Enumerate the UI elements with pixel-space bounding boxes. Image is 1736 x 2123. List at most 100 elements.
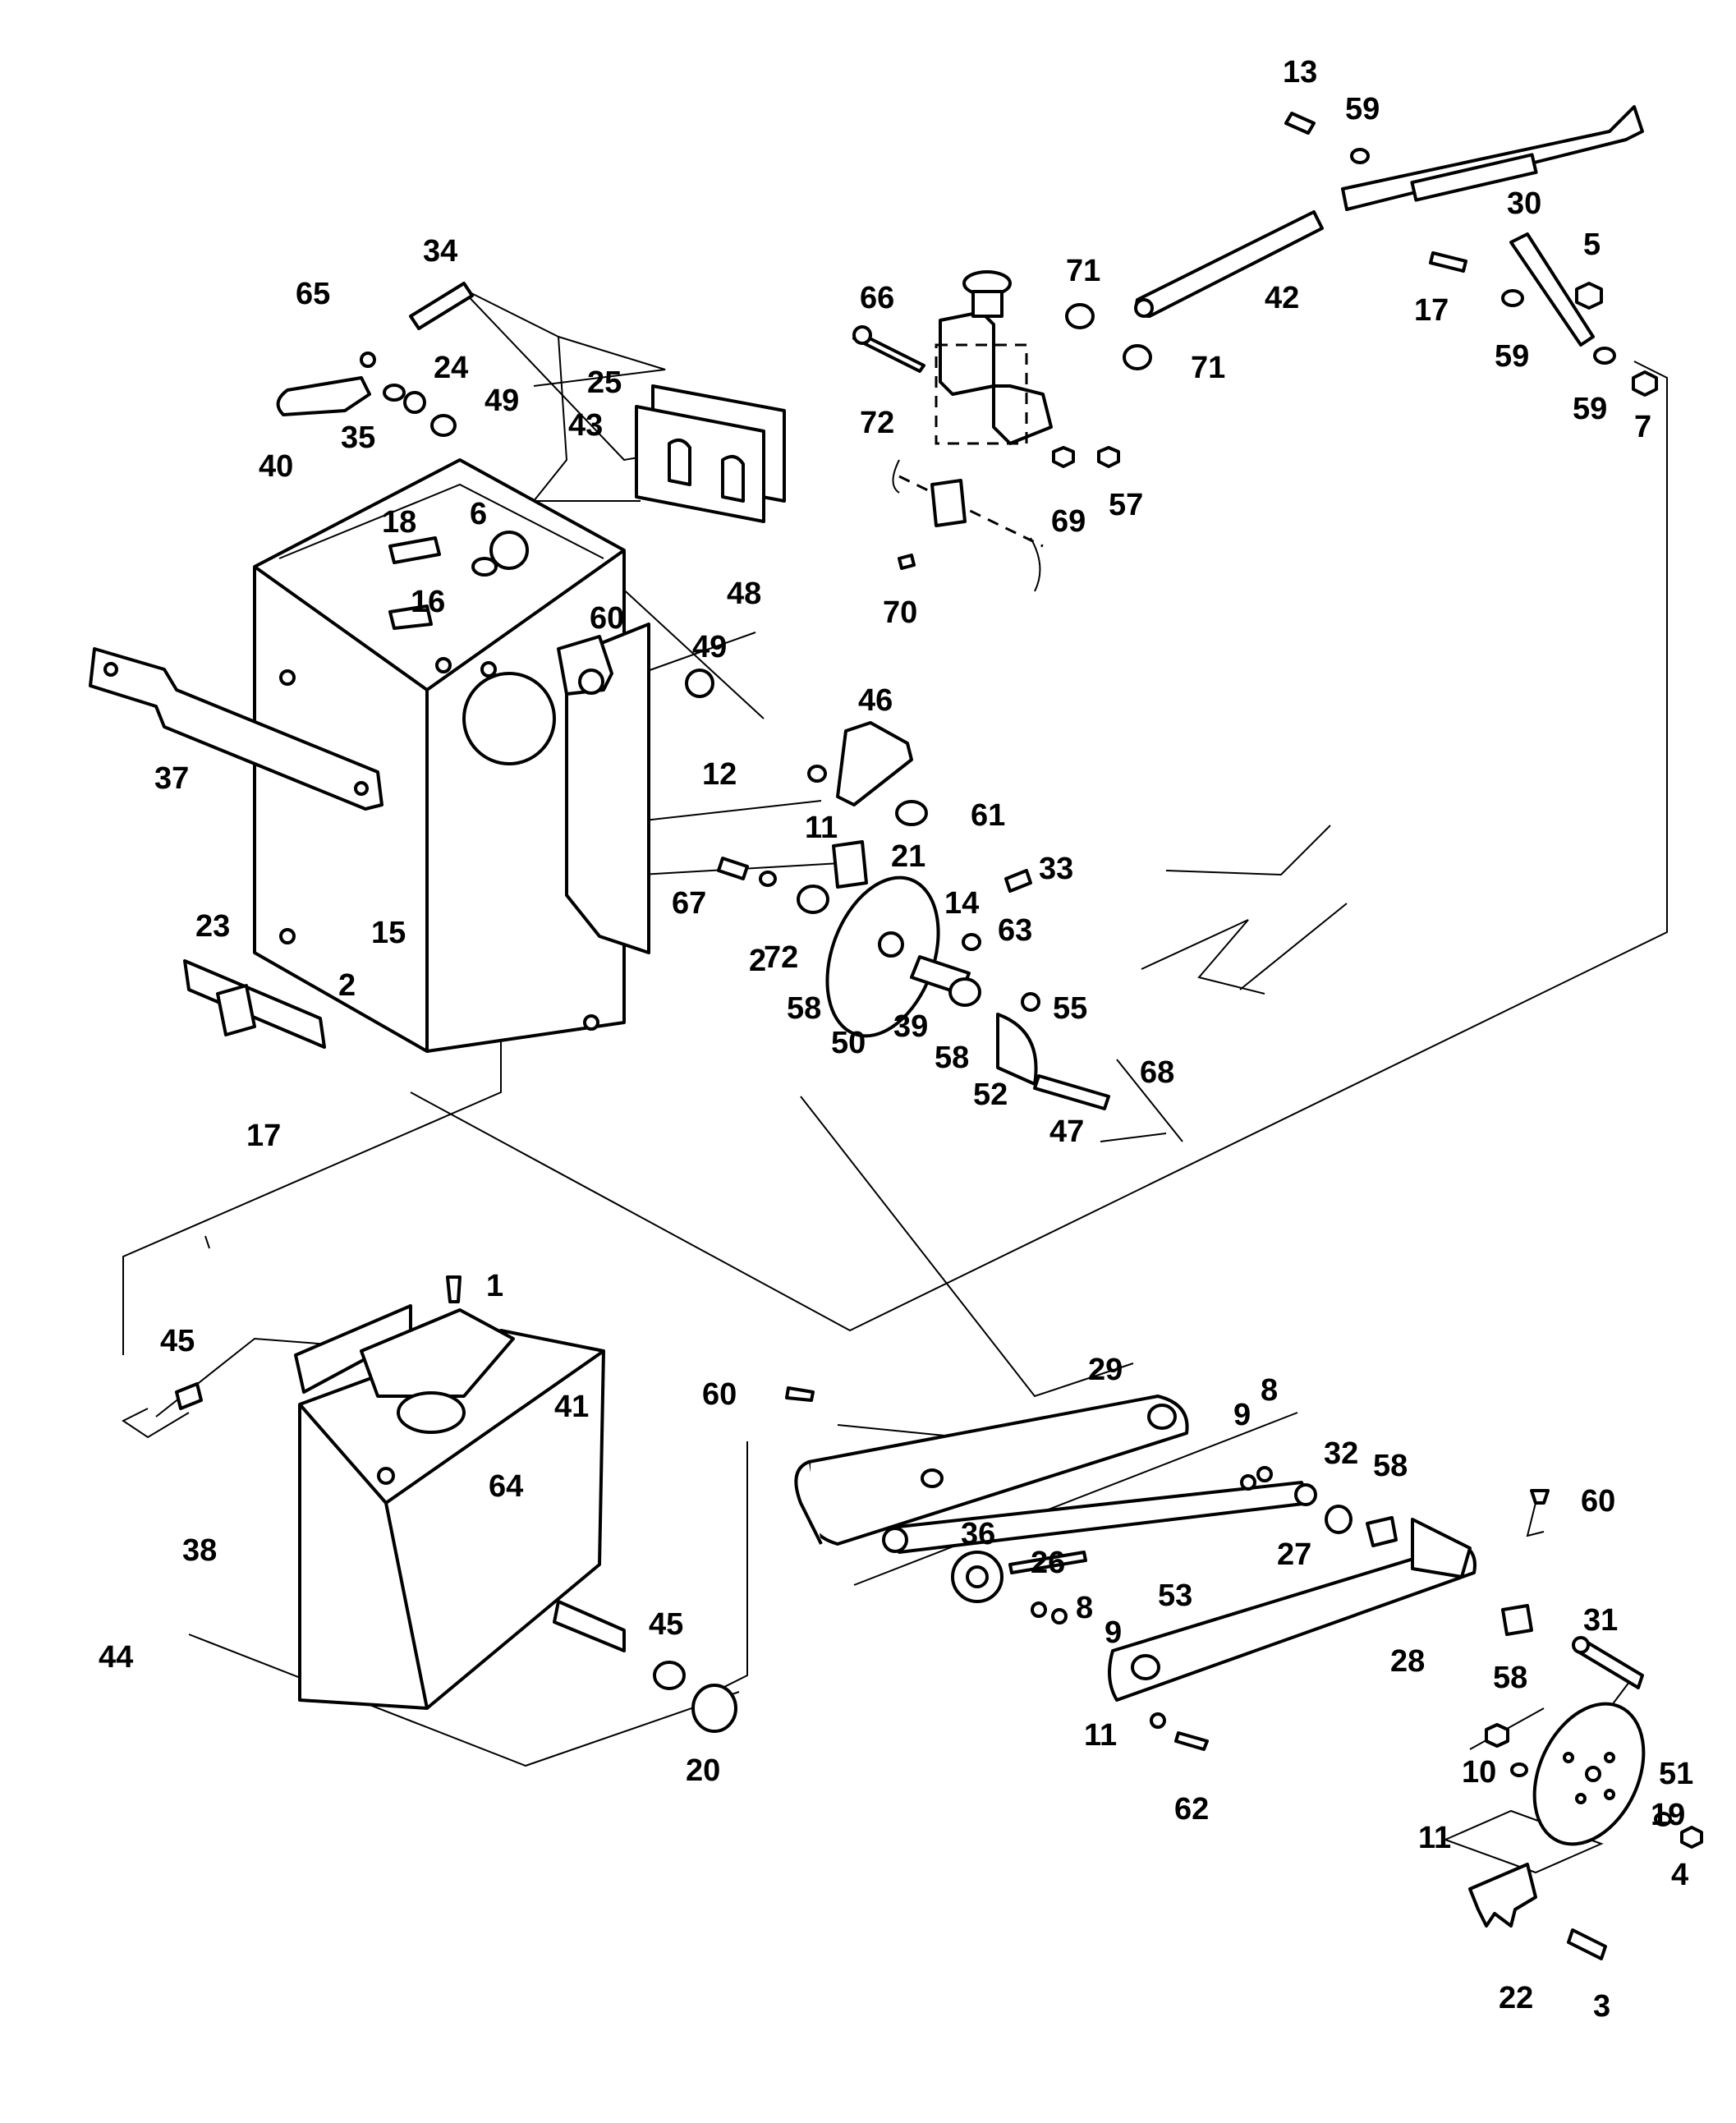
- clamp-block: [935, 270, 1053, 445]
- part-callout-p66: 66: [860, 281, 894, 315]
- part-callout-p55: 55: [1053, 991, 1087, 1026]
- lower-bracket: [183, 959, 326, 1049]
- main-frame-box: [253, 458, 650, 1053]
- part-callout-p62: 62: [1174, 1792, 1209, 1827]
- part-callout-p45a: 45: [160, 1324, 195, 1358]
- part-callout-p59b: 59: [1495, 339, 1529, 374]
- mounting-bracket: [89, 647, 383, 811]
- part-callout-p36: 36: [961, 1517, 995, 1551]
- output-shaft: [1572, 1636, 1644, 1689]
- part-callout-p6: 6: [470, 497, 487, 531]
- part-callout-p35: 35: [341, 420, 375, 455]
- part-callout-p4: 4: [1671, 1858, 1688, 1892]
- part-callout-p24: 24: [434, 351, 468, 385]
- chain-case-upper: [794, 1395, 1189, 1546]
- part-callout-p21: 21: [891, 839, 925, 874]
- part-callout-p10: 10: [1462, 1755, 1496, 1790]
- part-callout-p68: 68: [1140, 1055, 1174, 1090]
- part-callout-p32: 32: [1324, 1436, 1358, 1471]
- part-callout-p58b: 58: [935, 1041, 969, 1075]
- part-callout-p18: 18: [382, 505, 416, 540]
- part-callout-p27: 27: [1277, 1537, 1311, 1572]
- handle-bar-lower: [1134, 210, 1324, 318]
- part-callout-p67: 67: [672, 886, 706, 921]
- part-callout-p13: 13: [1283, 55, 1317, 90]
- part-callout-p37: 37: [154, 761, 189, 796]
- part-callout-p58d: 58: [1493, 1661, 1527, 1695]
- clamp-bolt: [852, 325, 925, 373]
- part-callout-p22: 22: [1499, 1981, 1533, 2015]
- part-callout-p63: 63: [998, 913, 1032, 948]
- chute-fasteners: [175, 1275, 737, 1733]
- part-callout-p38: 38: [182, 1533, 217, 1568]
- part-callout-p70: 70: [883, 595, 917, 630]
- part-callout-p61: 61: [971, 798, 1005, 833]
- part-callout-p5: 5: [1583, 227, 1601, 262]
- part-callout-p72a: 72: [860, 406, 894, 440]
- part-callout-p53: 53: [1158, 1578, 1192, 1613]
- part-callout-p43: 43: [568, 408, 603, 443]
- part-callout-p33: 33: [1039, 852, 1073, 886]
- lever-spring: [276, 282, 474, 437]
- part-callout-p60c: 60: [1581, 1484, 1615, 1519]
- crank-arm: [807, 721, 928, 826]
- part-callout-p59a: 59: [1345, 92, 1380, 126]
- chain-belt: [882, 1481, 1317, 1554]
- part-callout-p49a: 49: [485, 384, 519, 418]
- handle-link: [1509, 232, 1595, 347]
- part-callout-p58a: 58: [787, 991, 821, 1026]
- part-callout-p29: 29: [1088, 1353, 1123, 1387]
- part-callout-p60a: 60: [590, 601, 624, 636]
- part-callout-p58c: 58: [1373, 1449, 1408, 1483]
- part-callout-p42: 42: [1265, 281, 1299, 315]
- part-callout-p57: 57: [1109, 488, 1143, 522]
- part-callout-p3: 3: [1593, 1989, 1610, 2024]
- chain-case-lower: [1108, 1518, 1477, 1702]
- part-callout-p71a: 71: [1066, 254, 1100, 288]
- part-callout-p11a: 11: [805, 811, 838, 845]
- part-callout-p2a: 2: [749, 944, 766, 978]
- part-callout-p31: 31: [1583, 1603, 1618, 1638]
- part-callout-p44: 44: [99, 1640, 133, 1675]
- part-callout-p14: 14: [944, 886, 979, 921]
- drive-plate: [717, 840, 940, 1038]
- part-callout-p41: 41: [554, 1390, 589, 1424]
- part-callout-p64: 64: [489, 1469, 523, 1504]
- part-callout-p51: 51: [1659, 1757, 1693, 1791]
- sprocket-26: [951, 1551, 1003, 1603]
- part-callout-p47: 47: [1049, 1114, 1084, 1149]
- part-callout-p48: 48: [727, 577, 761, 611]
- part-callout-p17a: 17: [1414, 293, 1449, 328]
- part-callout-p40: 40: [259, 449, 293, 484]
- part-callout-p46: 46: [858, 683, 893, 718]
- part-callout-p49b: 49: [692, 630, 727, 664]
- part-callout-p71b: 71: [1191, 351, 1225, 385]
- chain-53: [1008, 1551, 1087, 1574]
- part-callout-p15: 15: [371, 916, 406, 950]
- part-callout-p45b: 45: [649, 1607, 683, 1642]
- chain-fasteners: [785, 1386, 1550, 1751]
- part-callout-p11c: 11: [1418, 1821, 1451, 1855]
- part-callout-p11b: 11: [1084, 1718, 1117, 1753]
- part-callout-p72b: 72: [764, 940, 798, 975]
- part-callout-p50: 50: [831, 1026, 866, 1060]
- part-callout-p9a: 9: [1233, 1398, 1251, 1432]
- frame-internal-parts: [388, 531, 714, 698]
- part-callout-p12: 12: [702, 757, 737, 792]
- part-callout-p26: 26: [1031, 1546, 1065, 1580]
- part-callout-p9b: 9: [1105, 1615, 1122, 1650]
- cutter-blade: [1468, 1863, 1607, 1960]
- part-callout-p17b: 17: [246, 1119, 281, 1153]
- part-callout-p52: 52: [973, 1078, 1008, 1112]
- part-callout-p28: 28: [1390, 1644, 1425, 1679]
- part-callout-p16: 16: [411, 585, 445, 619]
- part-callout-p69: 69: [1051, 504, 1086, 539]
- clamp-rail: [892, 446, 1120, 592]
- part-callout-p8a: 8: [1261, 1373, 1278, 1408]
- part-callout-p34: 34: [423, 234, 457, 269]
- part-callout-p60b: 60: [702, 1377, 737, 1412]
- part-callout-p8b: 8: [1076, 1591, 1093, 1625]
- sprocket-shaft: [910, 869, 1110, 1110]
- part-callout-p30: 30: [1507, 186, 1541, 221]
